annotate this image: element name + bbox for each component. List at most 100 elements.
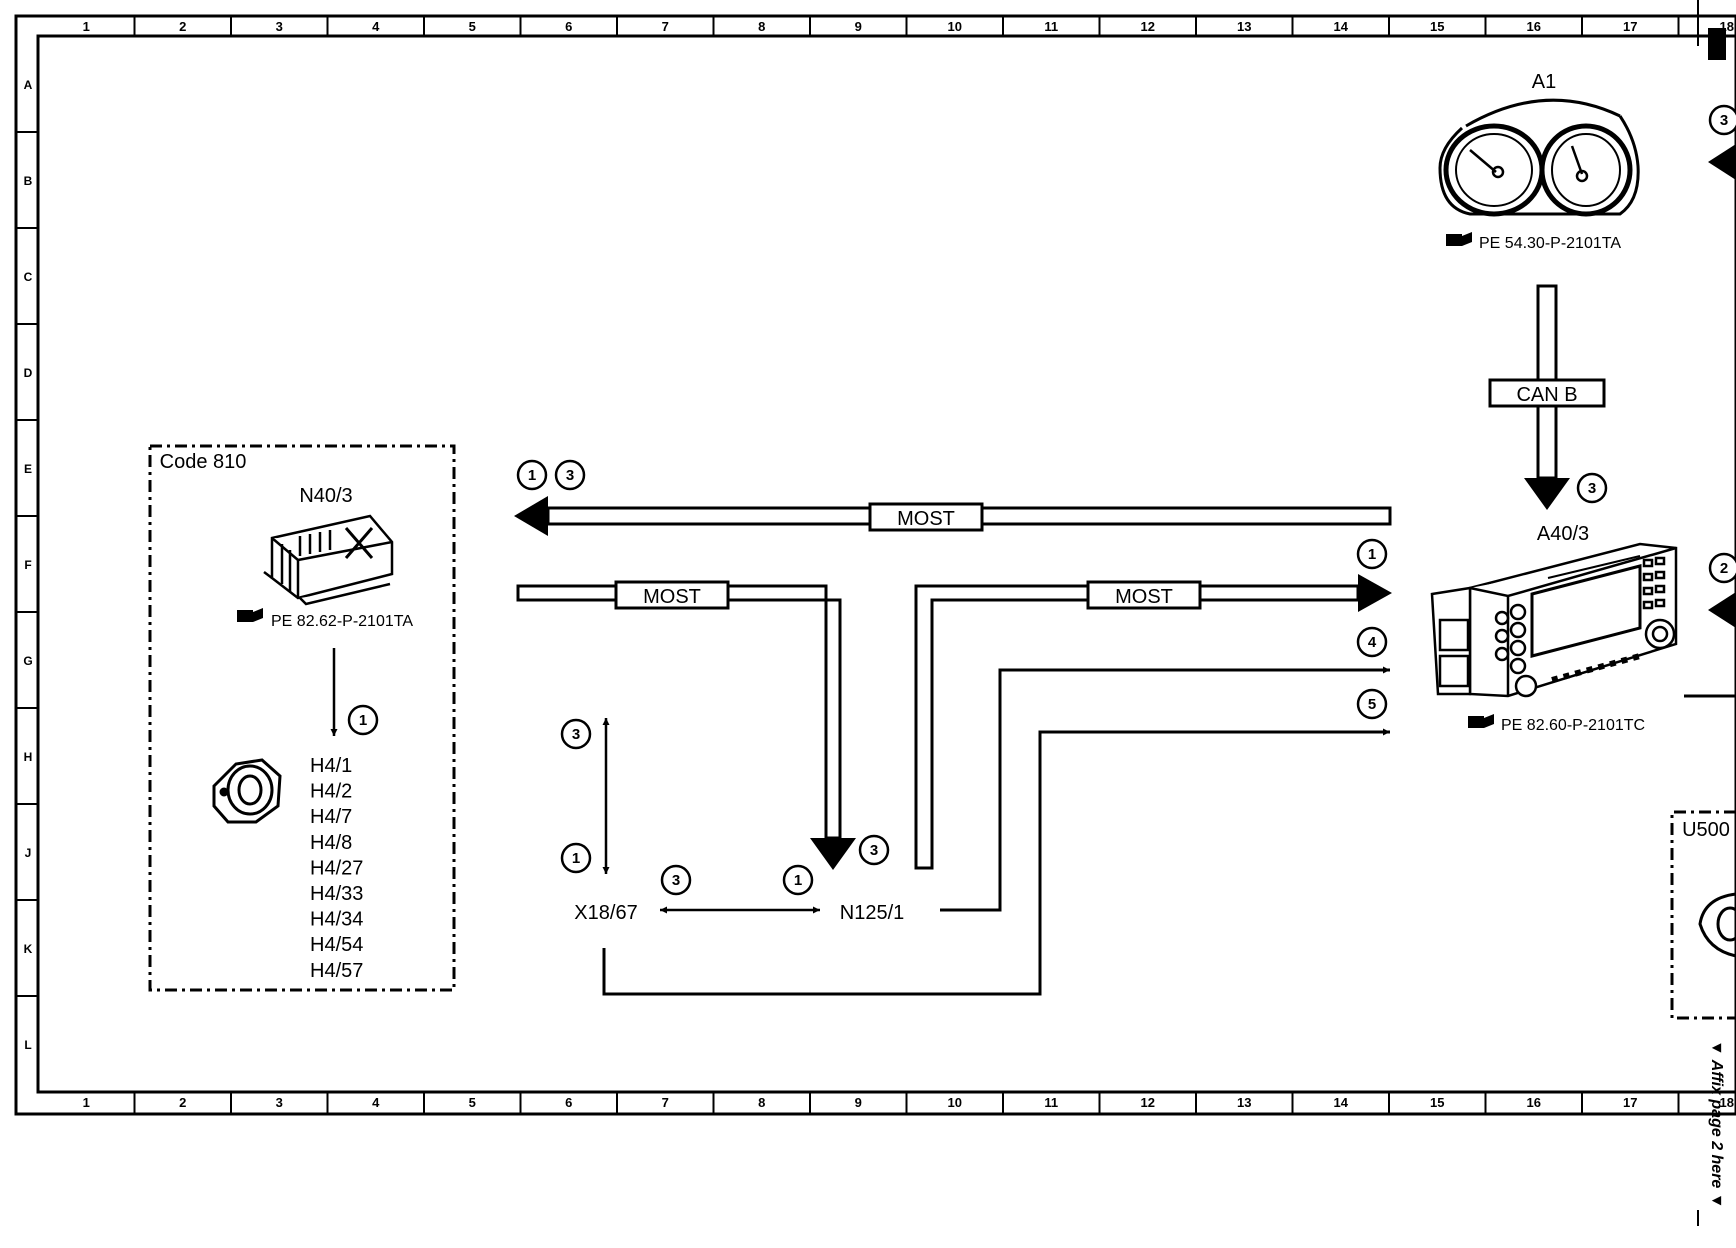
speaker-id: H4/27 xyxy=(310,857,363,879)
column-number: 11 xyxy=(1044,19,1058,34)
column-number: 8 xyxy=(758,19,765,34)
a40-3-reference: PE 82.60-P-2101TC xyxy=(1501,717,1645,734)
column-number: 11 xyxy=(1044,1095,1058,1110)
row-letter: G xyxy=(23,654,32,668)
reference-book-icon xyxy=(237,608,263,622)
column-number: 10 xyxy=(948,19,962,34)
speaker-id: H4/34 xyxy=(310,909,363,931)
row-letter: K xyxy=(24,942,33,956)
column-number: 15 xyxy=(1430,1095,1444,1110)
ref-circle xyxy=(1576,472,1608,504)
ref-circle-number: 3 xyxy=(572,726,580,743)
column-number: 13 xyxy=(1237,1095,1251,1110)
column-number: 3 xyxy=(276,1095,283,1110)
column-number: 4 xyxy=(372,19,380,34)
column-number: 13 xyxy=(1237,19,1251,34)
n125-1-label: N125/1 xyxy=(840,902,905,924)
row-letter: F xyxy=(24,558,31,572)
most-bus-left: MOST xyxy=(516,580,856,870)
column-number: 8 xyxy=(758,1095,765,1110)
row-letter: H xyxy=(24,750,33,764)
row-letter: A xyxy=(24,78,33,92)
column-number: 18 xyxy=(1720,1095,1734,1110)
ref-circle xyxy=(560,718,592,750)
ref-circle xyxy=(1356,538,1388,570)
ref-circle xyxy=(858,834,890,866)
speaker-id: H4/8 xyxy=(310,832,352,854)
signal-lines xyxy=(602,666,1390,996)
ref-circle xyxy=(347,704,379,736)
ref-circle-number: 1 xyxy=(1368,546,1376,563)
amplifier-n40-3: N40/3 PE 82.62-P-2101TA xyxy=(237,485,413,736)
ref-circle xyxy=(1708,104,1736,136)
column-number: 17 xyxy=(1623,19,1637,34)
most-left-label: MOST xyxy=(643,586,701,608)
column-number: 2 xyxy=(179,1095,186,1110)
speaker-id: H4/57 xyxy=(310,960,363,982)
column-number: 7 xyxy=(662,19,669,34)
column-number: 14 xyxy=(1334,1095,1349,1110)
speaker-list: H4/1H4/2H4/7H4/8H4/27H4/33H4/34H4/54H4/5… xyxy=(310,755,363,982)
head-unit-a40-3: A40/3 PE 82.60-P-2101T xyxy=(1430,523,1678,734)
column-number: 7 xyxy=(662,1095,669,1110)
most-bus-right: MOST xyxy=(914,574,1392,870)
n40-3-reference: PE 82.62-P-2101TA xyxy=(271,613,413,630)
column-number: 10 xyxy=(948,1095,962,1110)
column-number: 6 xyxy=(565,19,572,34)
column-number: 15 xyxy=(1430,19,1444,34)
speaker-id: H4/2 xyxy=(310,781,352,803)
speaker-id: H4/7 xyxy=(310,806,352,828)
column-number: 12 xyxy=(1141,19,1155,34)
ref-circle xyxy=(1708,552,1736,584)
amplifier-icon xyxy=(263,514,394,606)
speaker-id: H4/33 xyxy=(310,883,363,905)
most-bus-top: MOST xyxy=(514,496,1392,536)
ref-circle xyxy=(1356,688,1388,720)
ref-circle-number: 3 xyxy=(566,467,574,484)
column-number: 1 xyxy=(83,19,90,34)
most-top-label: MOST xyxy=(897,508,955,530)
ref-circle-number: 1 xyxy=(794,872,802,889)
row-letter: L xyxy=(24,1038,31,1052)
column-number: 14 xyxy=(1334,19,1349,34)
speaker-icon xyxy=(212,758,282,824)
row-letter: E xyxy=(24,462,32,476)
code-810-box: Code 810 xyxy=(148,444,456,992)
can-b-bus: CAN B xyxy=(1488,284,1606,510)
column-number: 2 xyxy=(179,19,186,34)
row-letter: B xyxy=(24,174,33,188)
row-letter: J xyxy=(25,846,32,860)
instrument-cluster-icon xyxy=(1438,98,1640,217)
ref-circle xyxy=(516,459,548,491)
ref-circle xyxy=(554,459,586,491)
column-number: 4 xyxy=(372,1095,380,1110)
column-number: 5 xyxy=(469,1095,476,1110)
page-corner-marker xyxy=(1708,28,1726,60)
ref-circle-number: 1 xyxy=(359,712,367,729)
a1-label: A1 xyxy=(1532,71,1556,93)
column-number: 1 xyxy=(83,1095,90,1110)
column-number: 9 xyxy=(855,1095,862,1110)
a1-reference: PE 54.30-P-2101TA xyxy=(1479,235,1621,252)
ref-circle xyxy=(560,842,592,874)
affix-page-note: ▼ Affix page 2 here ▼ xyxy=(1708,1040,1725,1209)
drawing-frame xyxy=(14,14,1736,1116)
column-number: 3 xyxy=(276,19,283,34)
a40-3-label: A40/3 xyxy=(1537,523,1589,545)
column-number: 16 xyxy=(1527,19,1541,34)
ref-circle-number: 3 xyxy=(1720,112,1728,129)
ref-circle xyxy=(1356,626,1388,658)
ref-circle-number: 1 xyxy=(572,850,580,867)
speaker-id: H4/54 xyxy=(310,934,363,956)
column-number: 17 xyxy=(1623,1095,1637,1110)
ref-circle-number: 3 xyxy=(672,872,680,889)
ref-circle-number: 3 xyxy=(1588,480,1596,497)
reference-book-icon xyxy=(1468,714,1494,728)
ref-circle-number: 1 xyxy=(528,467,536,484)
column-number: 16 xyxy=(1527,1095,1541,1110)
row-letter: C xyxy=(24,270,33,284)
instrument-cluster-a1: A1 PE 54.30-P-2101TA xyxy=(1438,71,1640,252)
